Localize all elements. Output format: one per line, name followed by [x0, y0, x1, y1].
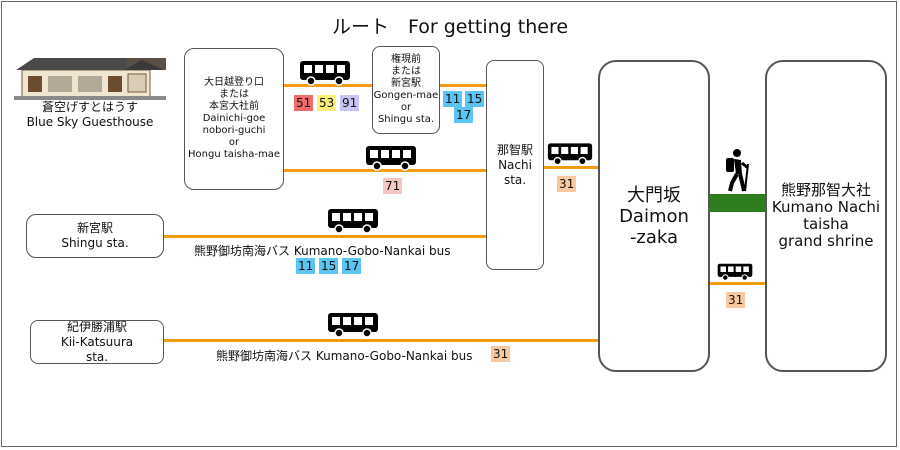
stop-shingu-line2: Shingu sta. — [61, 236, 129, 250]
bus-number-badge: 15 — [465, 91, 485, 107]
bus-icon — [328, 313, 378, 338]
bus-number-badge: 31 — [557, 176, 577, 192]
bus-number-badge: 15 — [319, 258, 339, 274]
stop-dainichi-line3: 本宮大社前 — [209, 101, 259, 112]
stop-gongen-line1: 権現前 — [391, 54, 421, 65]
bus-number-badge: 53 — [317, 95, 337, 111]
stop-nachi-line1: 那智駅 — [496, 142, 533, 157]
route-label-shingu: 熊野御坊南海バス Kumano-Gobo-Nankai bus — [194, 244, 451, 258]
route-label-katsuura: 熊野御坊南海バス Kumano-Gobo-Nankai bus — [216, 349, 473, 363]
route-line-shingu-nachi — [164, 235, 486, 238]
guesthouse-name-en: Blue Sky Guesthouse — [26, 115, 154, 129]
stop-nachi-line2: Nachi — [498, 157, 532, 172]
stop-daimon-zaka: 大門坂 Daimon -zaka — [598, 60, 710, 372]
bus-icon — [328, 209, 378, 234]
stop-katsuura-line2: Kii-Katsuura — [60, 334, 134, 349]
bus-number-badge: 11 — [296, 258, 316, 274]
stop-gongen-line5: or — [400, 102, 412, 113]
stop-dainichi-line6: or — [228, 137, 240, 148]
bus-icon — [366, 146, 416, 171]
stop-daimon-line1: 大門坂 — [627, 184, 681, 206]
bus-number-badge: 17 — [342, 258, 362, 274]
page-title: ルート For getting there — [331, 16, 569, 38]
hiker-icon — [726, 149, 749, 192]
bus-icon — [547, 143, 593, 166]
bus-number-badge: 51 — [294, 95, 314, 111]
stop-gongen-line4: Gongen-mae — [373, 90, 439, 101]
stop-shrine-line3: taisha — [803, 215, 849, 233]
bus-number-badge: 11 — [443, 91, 463, 107]
stop-nachi-sta: 那智駅 Nachi sta. — [486, 60, 544, 270]
stop-shrine-line2: Kumano Nachi — [771, 198, 881, 216]
stop-dainichi-line1: 大日越登り口 — [204, 77, 264, 88]
stop-shingu-sta: 新宮駅 Shingu sta. — [26, 214, 164, 258]
stop-kii-katsuura-sta: 紀伊勝浦駅 Kii-Katsuura sta. — [30, 320, 164, 364]
stop-dainichi-goe: 大日越登り口 または 本宮大社前 Dainichi-goe nobori-guc… — [184, 48, 284, 190]
bus-number-badge: 17 — [454, 107, 474, 123]
stop-dainichi-line5: nobori-guchi — [202, 125, 266, 136]
route-line-dainichi-nachi — [284, 169, 486, 172]
stop-katsuura-line1: 紀伊勝浦駅 — [66, 319, 127, 334]
house-icon — [14, 58, 166, 100]
stop-shrine-line1: 熊野那智大社 — [780, 181, 871, 199]
stop-shrine-line4: grand shrine — [778, 232, 874, 250]
stop-nachi-line3: sta. — [503, 172, 527, 187]
stop-dainichi-line4: Dainichi-goe — [202, 113, 266, 124]
stop-daimon-line3: -zaka — [629, 226, 679, 248]
stop-shingu-line1: 新宮駅 — [76, 221, 113, 235]
route-line-nachi-daimon — [544, 166, 600, 169]
bus-icon — [717, 263, 753, 281]
bus-icon — [300, 61, 350, 86]
stop-dainichi-line2: または — [219, 89, 249, 100]
stop-dainichi-line7: Hongu taisha-mae — [188, 149, 280, 160]
stop-gongen-line3: 新宮駅 — [391, 78, 421, 89]
walking-path — [708, 194, 766, 212]
stop-katsuura-line3: sta. — [85, 349, 109, 364]
guesthouse-name-ja: 蒼空げすとはうす — [41, 100, 138, 114]
stop-gongen-mae: 権現前 または 新宮駅 Gongen-mae or Shingu sta. — [372, 46, 440, 134]
bus-number-badge: 31 — [726, 292, 746, 308]
bus-number-badge: 91 — [340, 95, 360, 111]
stop-gongen-line6: Shingu sta. — [377, 114, 435, 125]
bus-number-badge: 71 — [383, 178, 403, 194]
bus-number-badge: 31 — [491, 346, 511, 362]
route-line-daimon-shrine — [708, 282, 766, 285]
stop-daimon-line2: Daimon — [619, 205, 689, 227]
guesthouse-label: 蒼空げすとはうす Blue Sky Guesthouse — [14, 100, 166, 130]
stop-kumano-nachi-taisha: 熊野那智大社 Kumano Nachi taisha grand shrine — [765, 60, 887, 372]
stop-gongen-line2: または — [391, 66, 421, 77]
route-line-katsuura-daimon — [164, 339, 600, 342]
